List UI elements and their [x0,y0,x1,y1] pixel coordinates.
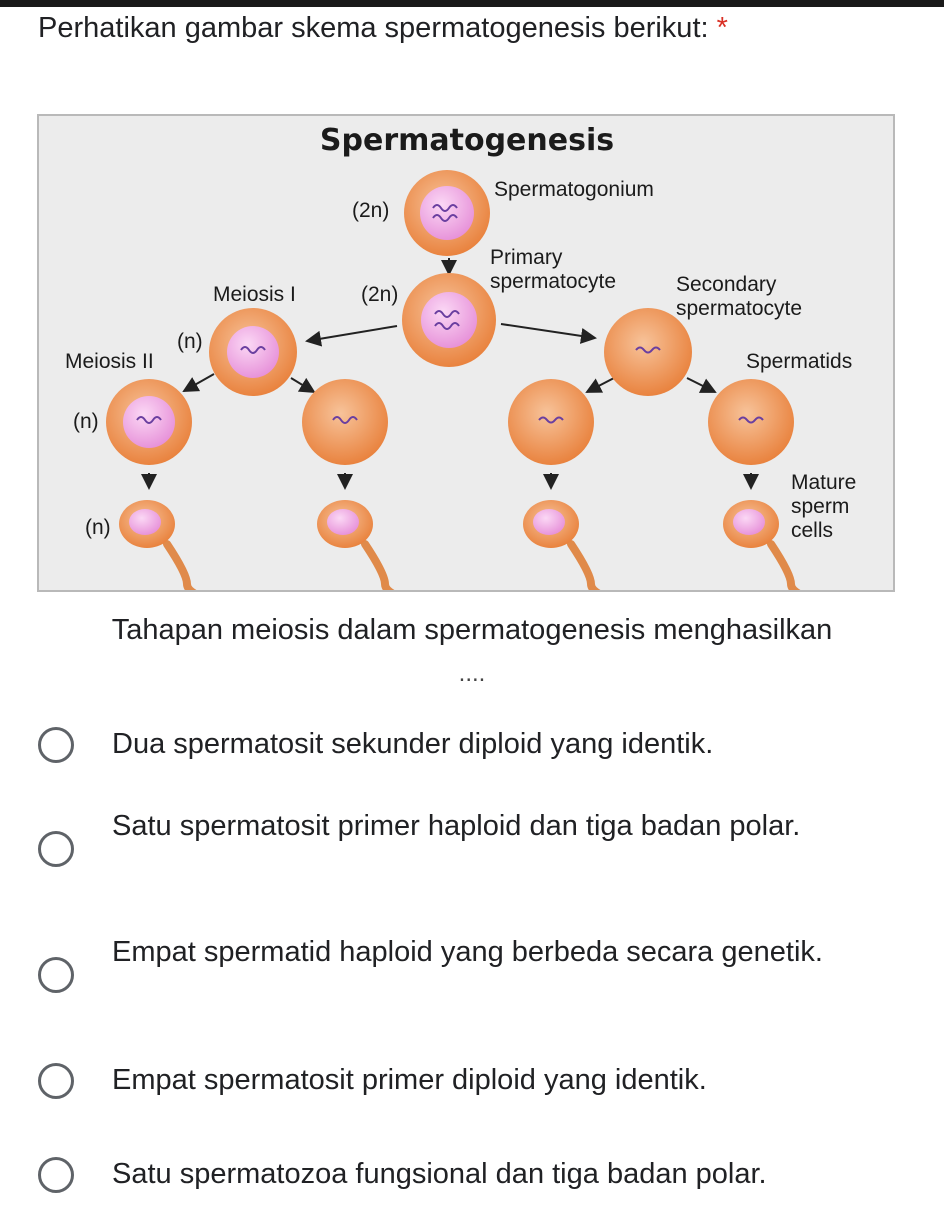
radio-button[interactable] [38,831,74,867]
arrow-meiosis2-a [182,373,215,392]
label-ploidy-2n-top: (2n) [352,199,389,222]
option-label: Dua spermatosit sekunder diploid yang id… [112,728,714,760]
option-3[interactable]: Empat spermatid haploid yang berbeda sec… [0,930,944,1020]
spermatid-cell-2 [302,379,388,465]
label-ploidy-n-sperm: (n) [85,516,111,539]
top-bar [0,0,944,7]
spermatogenesis-diagram: Spermatogenesis Spermatogonium (2n) Prim… [65,123,856,590]
radio-button[interactable] [38,727,74,763]
label-meiosis-2: Meiosis II [65,350,154,373]
label-secondary-2: spermatocyte [676,297,802,320]
spermatid-cell-1 [106,379,192,465]
label-secondary-1: Secondary [676,273,777,296]
option-label: Satu spermatozoa fungsional dan tiga bad… [112,1158,767,1190]
radio-button[interactable] [38,957,74,993]
label-mature-3: cells [791,519,833,542]
label-mature-2: sperm [791,495,849,518]
spermatogonium-cell [404,170,490,256]
question-ellipsis: .... [458,660,486,687]
question-title: Perhatikan gambar skema spermatogenesis … [38,10,728,46]
secondary-spermatocyte-cell-right [604,308,692,396]
label-ploidy-2n-mid: (2n) [361,283,398,306]
question-prompt: Tahapan meiosis dalam spermatogenesis me… [111,614,833,646]
label-meiosis-1: Meiosis I [213,283,296,306]
option-label: Empat spermatid haploid yang berbeda sec… [112,936,823,968]
label-mature-1: Mature [791,471,856,494]
label-ploidy-n-secondary: (n) [177,330,203,353]
option-label: Empat spermatosit primer diploid yang id… [112,1064,707,1096]
arrow-meiosis1-left [305,325,398,347]
radio-button[interactable] [38,1157,74,1193]
sperm-cell-2 [317,500,395,590]
arrow-meiosis2-d [686,377,717,393]
arrow-meiosis2-b [290,377,316,394]
option-4[interactable]: Empat spermatosit primer diploid yang id… [0,1058,944,1108]
label-spermatogonium: Spermatogonium [494,178,654,201]
sperm-cell-3 [523,500,601,590]
spermatogenesis-figure: Spermatogenesis Spermatogonium (2n) Prim… [37,114,895,592]
question-title-text: Perhatikan gambar skema spermatogenesis … [38,12,709,44]
spermatid-cell-4 [708,379,794,465]
sperm-cell-1 [119,500,197,590]
spermatid-cell-3 [508,379,594,465]
label-primary-1: Primary [490,246,563,269]
figure-title: Spermatogenesis [320,123,614,158]
primary-spermatocyte-cell [402,273,496,367]
required-asterisk: * [716,12,728,44]
option-2[interactable]: Satu spermatosit primer haploid dan tiga… [0,804,944,894]
arrow-meiosis2-c [585,377,615,393]
label-spermatids: Spermatids [746,350,852,373]
label-primary-2: spermatocyte [490,270,616,293]
label-ploidy-n-spermatid: (n) [73,410,99,433]
option-1[interactable]: Dua spermatosit sekunder diploid yang id… [0,722,944,772]
sperm-cell-4 [723,500,801,590]
option-5[interactable]: Satu spermatozoa fungsional dan tiga bad… [0,1152,944,1202]
radio-button[interactable] [38,1063,74,1099]
option-label: Satu spermatosit primer haploid dan tiga… [112,810,801,842]
secondary-spermatocyte-cell-left [209,308,297,396]
arrow-meiosis1-right [500,323,597,344]
